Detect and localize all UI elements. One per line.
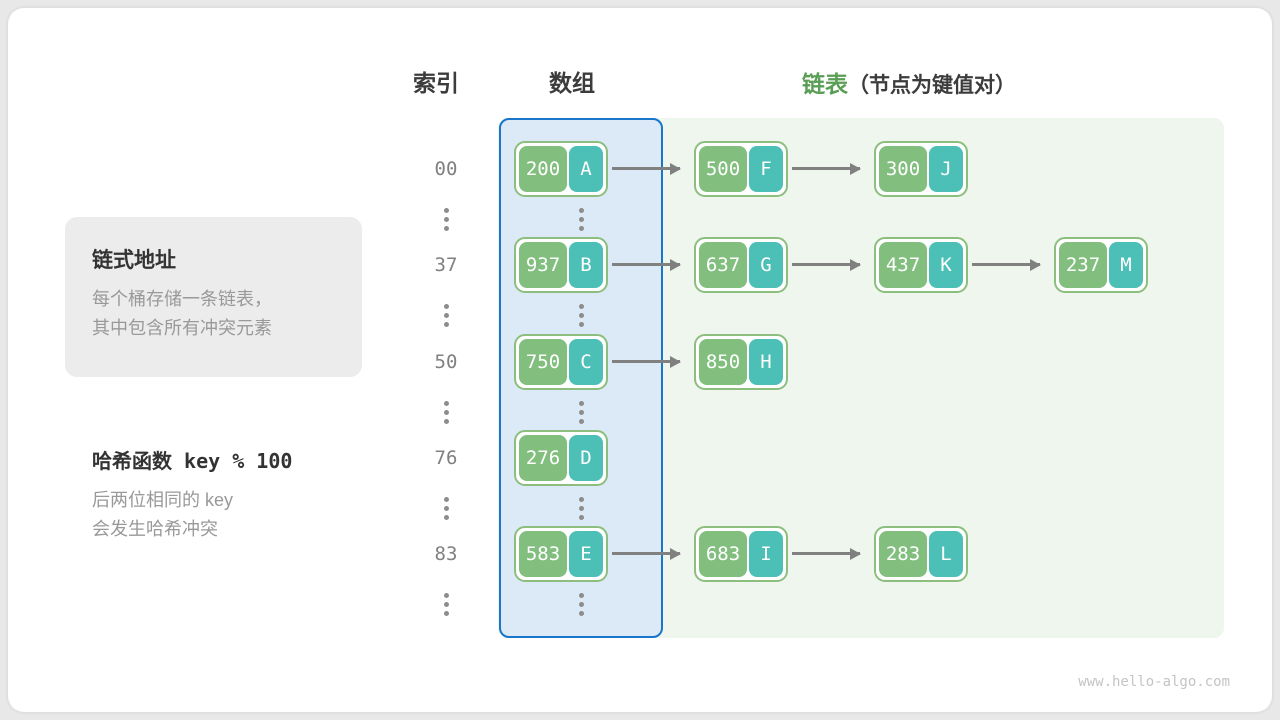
pair-value: L [929, 531, 963, 577]
pair-value: J [929, 146, 963, 192]
hash-function-line2: 会发生哈希冲突 [92, 519, 218, 539]
info-card: 链式地址 每个桶存储一条链表， 其中包含所有冲突元素 [65, 217, 362, 377]
hash-function-title: 哈希函数 key % 100 [92, 449, 293, 473]
next-pointer-arrow [612, 547, 681, 560]
pair-key: 850 [699, 339, 747, 385]
info-card-body: 每个桶存储一条链表， 其中包含所有冲突元素 [92, 285, 342, 343]
info-card-line1: 每个桶存储一条链表， [92, 289, 272, 309]
index-ellipsis [436, 493, 456, 520]
pair-value: A [569, 146, 603, 192]
column-header-linkedlist-accent: 链表 [802, 71, 848, 97]
array-ellipsis [571, 204, 591, 231]
array-ellipsis [571, 300, 591, 327]
bucket-index-50: 50 [434, 351, 458, 373]
next-pointer-arrow [612, 355, 681, 368]
column-header-linkedlist: 链表（节点为键值对） [802, 65, 1016, 99]
pair-value: D [569, 435, 603, 481]
pair-value: M [1109, 242, 1143, 288]
pair-key: 500 [699, 146, 747, 192]
bucket-index-83: 83 [434, 543, 458, 565]
pair-key: 437 [879, 242, 927, 288]
column-header-linkedlist-sub: （节点为键值对） [848, 74, 1016, 97]
index-ellipsis [436, 300, 456, 327]
index-ellipsis [436, 589, 456, 616]
bucket-index-76: 76 [434, 447, 458, 469]
array-ellipsis [571, 493, 591, 520]
column-header-index: 索引 [413, 70, 459, 96]
column-header-array: 数组 [549, 70, 595, 96]
pair-key: 283 [879, 531, 927, 577]
array-ellipsis [571, 397, 591, 424]
pair-value: G [749, 242, 783, 288]
array-ellipsis [571, 589, 591, 616]
bucket-index-00: 00 [434, 158, 458, 180]
pair-key: 583 [519, 531, 567, 577]
info-card-line2: 其中包含所有冲突元素 [92, 318, 272, 338]
index-ellipsis [436, 204, 456, 231]
footer-url: www.hello-algo.com [1078, 674, 1230, 690]
pair-key: 200 [519, 146, 567, 192]
pair-key: 237 [1059, 242, 1107, 288]
next-pointer-arrow [972, 258, 1041, 271]
index-ellipsis [436, 397, 456, 424]
pair-value: H [749, 339, 783, 385]
hash-function-line1: 后两位相同的 key [92, 490, 234, 510]
pair-value: I [749, 531, 783, 577]
pair-value: F [749, 146, 783, 192]
bucket-index-37: 37 [434, 254, 458, 276]
pair-key: 937 [519, 242, 567, 288]
next-pointer-arrow [792, 258, 861, 271]
pair-key: 300 [879, 146, 927, 192]
pair-key: 683 [699, 531, 747, 577]
pair-key: 750 [519, 339, 567, 385]
next-pointer-arrow [792, 547, 861, 560]
pair-value: B [569, 242, 603, 288]
next-pointer-arrow [612, 258, 681, 271]
pair-key: 637 [699, 242, 747, 288]
next-pointer-arrow [612, 162, 681, 175]
pair-value: E [569, 531, 603, 577]
info-card-title: 链式地址 [92, 249, 176, 272]
pair-value: K [929, 242, 963, 288]
hash-function-body: 后两位相同的 key 会发生哈希冲突 [92, 486, 233, 544]
next-pointer-arrow [792, 162, 861, 175]
pair-value: C [569, 339, 603, 385]
pair-key: 276 [519, 435, 567, 481]
